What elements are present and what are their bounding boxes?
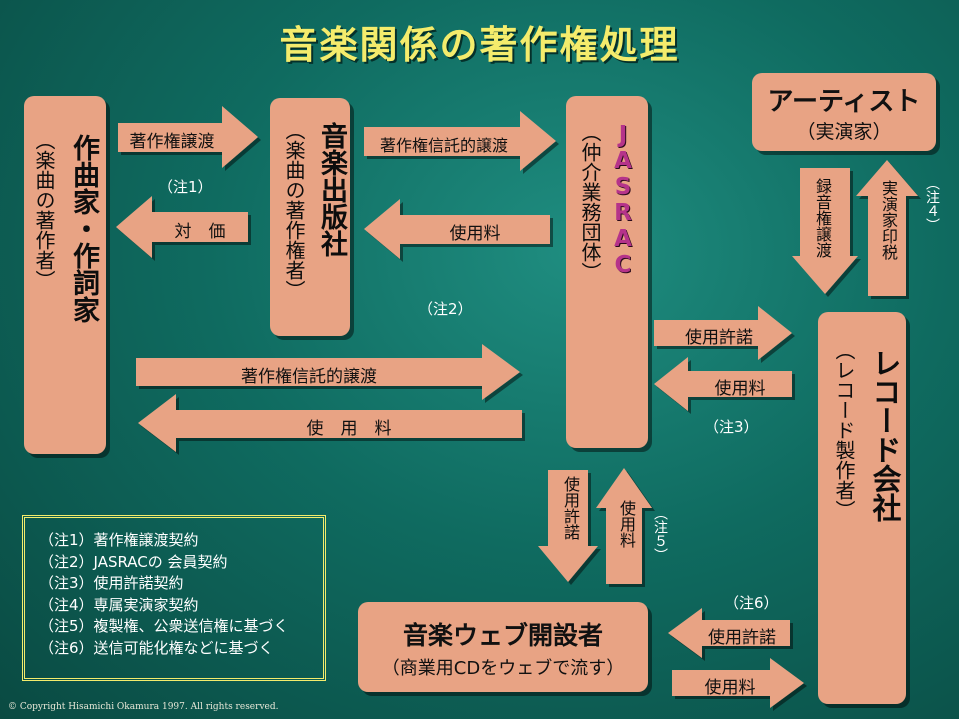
jasrac-box: JASRAC （仲介業務団体） [566, 96, 648, 448]
arrow-license-1 [654, 306, 792, 360]
legend-item: （注6）送信可能化権などに基づく [39, 638, 274, 657]
record-company-box: レコード会社 （レコード製作者） [818, 312, 906, 704]
arrow-label-royalty-3: 使用料 [714, 379, 766, 399]
arrow-royalty-5 [672, 658, 804, 708]
note-1: （注1） [158, 178, 213, 196]
record-company-sub: （レコード製作者） [832, 340, 856, 520]
publisher-sub: （楽曲の著作権者） [282, 120, 306, 300]
legend-item: （注2）JASRACの 会員契約 [39, 552, 228, 571]
arrow-label-royalty-4: 使用料 [617, 500, 636, 548]
composer-sub: （楽曲の著作者） [32, 130, 56, 290]
web-operator-label: 音楽ウェブ開設者 [402, 621, 603, 650]
arrow-consideration [116, 196, 248, 258]
legend-item: （注4）専属実演家契約 [39, 595, 199, 614]
arrow-royalty-3 [654, 357, 792, 411]
artist-box: アーティスト （実演家） [752, 73, 936, 151]
arrow-royalty-4 [596, 468, 652, 584]
artist-label: アーティスト [767, 87, 921, 117]
legend-item: （注1）著作権譲渡契約 [39, 531, 199, 549]
arrow-label-performer-royalty: 実演家印税 [879, 180, 898, 260]
arrow-recording-right [792, 168, 858, 294]
publisher-label: 音楽出版社 [316, 122, 347, 257]
note-5: （注５） [652, 506, 668, 562]
note-2: （注2） [418, 300, 473, 318]
note-4: （注４） [924, 176, 940, 232]
arrow-license-3 [668, 608, 790, 658]
arrow-label-license-2: 使用許諾 [561, 476, 580, 540]
arrow-royalty-1 [364, 199, 550, 259]
arrow-copyright-transfer [118, 106, 258, 168]
legend-item: （注5）複製権、公衆送信権に基づく [39, 617, 289, 635]
arrow-label-trust-transfer-1: 著作権信託的譲渡 [379, 136, 508, 155]
arrow-label-recording-right: 録音権譲渡 [813, 178, 832, 258]
arrow-trust-transfer-2 [136, 344, 520, 400]
arrow-performer-royalty [856, 160, 918, 296]
arrow-label-royalty-5: 使用料 [704, 678, 756, 698]
arrow-label-consideration: 対 価 [174, 222, 226, 242]
note-3: （注3） [704, 418, 759, 436]
arrow-label-royalty-1: 使用料 [449, 224, 501, 244]
arrow-label-royalty-2: 使 用 料 [306, 419, 392, 439]
legend-item: （注3）使用許諾契約 [39, 574, 184, 592]
composer-label: 作曲家・作詞家 [68, 134, 99, 323]
web-operator-box: 音楽ウェブ開設者 （商業用CDをウェブで流す） [358, 602, 648, 692]
jasrac-sub: （仲介業務団体） [578, 122, 602, 282]
arrow-label-license-1: 使用許諾 [685, 328, 753, 348]
arrow-trust-transfer-1 [364, 111, 556, 171]
record-company-label: レコード会社 [868, 348, 902, 522]
arrow-royalty-2 [138, 394, 522, 452]
note-6: （注6） [724, 594, 779, 612]
copyright-text: © Copyright Hisamichi Okamura 1997. All … [8, 702, 279, 712]
publisher-box: 音楽出版社 （楽曲の著作権者） [270, 98, 350, 336]
legend-box: （注1）著作権譲渡契約 （注2）JASRACの 会員契約 （注3）使用許諾契約 … [22, 515, 326, 681]
arrow-label-copyright-transfer: 著作権譲渡 [129, 132, 215, 152]
web-operator-sub: （商業用CDをウェブで流す） [381, 658, 625, 679]
page-title: 音楽関係の著作権処理 [279, 23, 680, 67]
jasrac-label: JASRAC [610, 122, 636, 278]
composer-box: 作曲家・作詞家 （楽曲の著作者） [24, 96, 106, 454]
arrow-label-trust-transfer-2: 著作権信託的譲渡 [241, 367, 377, 387]
arrow-label-license-3: 使用許諾 [708, 628, 776, 648]
artist-sub: （実演家） [796, 121, 892, 143]
arrow-license-2 [538, 470, 598, 582]
